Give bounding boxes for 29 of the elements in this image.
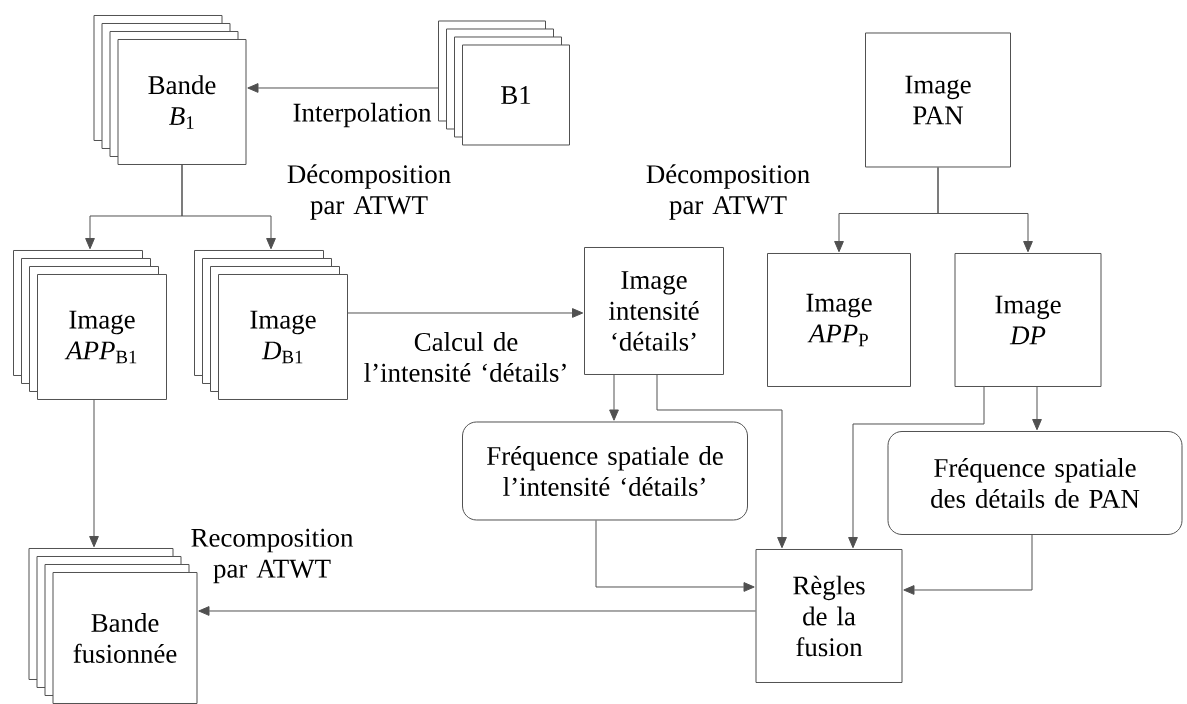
process-box: Image DP [954, 253, 1102, 387]
stacked-image-box: Bande B$_{1}$ [93, 15, 247, 165]
arrow [347, 308, 584, 318]
stacked-image-box: Image APP$_{B1}$ [13, 250, 167, 400]
step-label: Décomposition par ATWT [646, 164, 810, 220]
arrow [181, 164, 276, 250]
stacked-image-box: Image D$_{B1}$ [194, 250, 348, 400]
arrow [937, 167, 1033, 253]
arrow [903, 534, 1033, 595]
arrow [247, 83, 439, 93]
stacked-image-box: Bande fusionnée [28, 548, 198, 704]
rounded-box: Fréquence spatiale de l’intensité ‘détails’ [462, 421, 748, 521]
process-box: Règles de la fusion [755, 549, 903, 683]
stacked-image-box: B1 [438, 20, 570, 146]
arrow [595, 520, 755, 592]
rounded-box: Fréquence spatiale des détails de PAN [887, 431, 1183, 535]
arrow [1032, 386, 1042, 431]
process-box: Image PAN [865, 32, 1011, 168]
arrow [848, 386, 985, 549]
edge-label: Calcul de l’intensité ‘détails’ [364, 332, 566, 382]
arrow [89, 399, 99, 548]
node-label: Bande fusionnée [73, 613, 177, 663]
process-box: Image intensité ‘détails’ [584, 247, 724, 375]
step-label: Décomposition par ATWT [287, 164, 451, 220]
arrow [656, 374, 787, 549]
edge-label: Interpolation [293, 102, 432, 128]
arrow [609, 374, 619, 421]
process-box: Image APP$_{P}$ [767, 253, 911, 387]
arrow [198, 606, 756, 616]
